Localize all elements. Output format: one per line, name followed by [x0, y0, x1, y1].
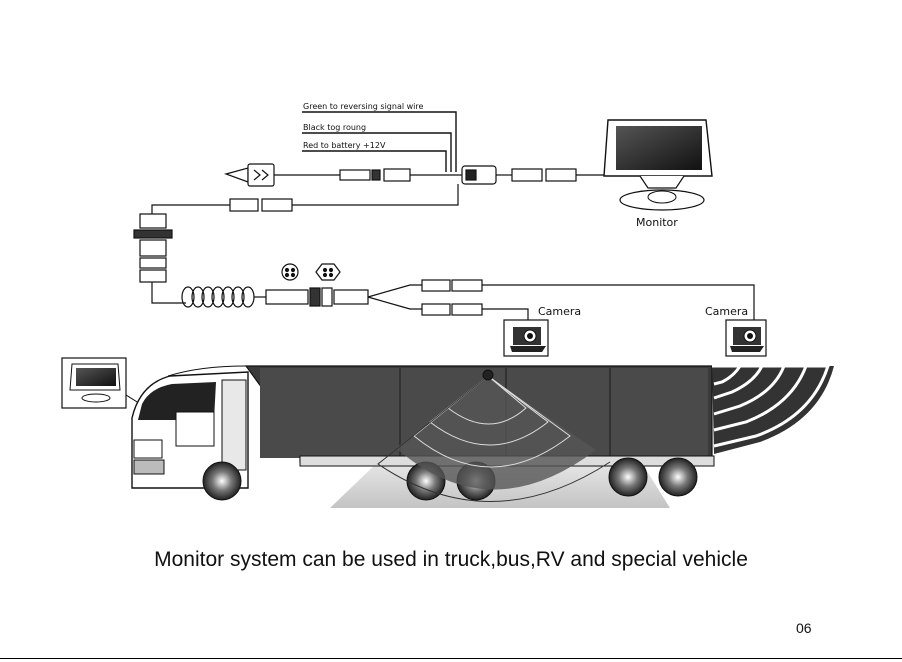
rear-camera-view [712, 366, 834, 454]
camera-left: Camera [504, 305, 581, 356]
black-wire-label: Black tog roung [303, 123, 366, 132]
bottom-rule [0, 658, 902, 659]
red-wire-label: Red to battery +12V [303, 141, 386, 150]
camera-right: Camera [705, 305, 766, 356]
monitor-device: Monitor [604, 120, 712, 229]
page-number: 06 [796, 620, 812, 636]
power-plug [226, 164, 465, 186]
cab-monitor-inset [62, 358, 142, 408]
junction-box [462, 166, 606, 184]
camera-left-label: Camera [538, 305, 581, 318]
monitor-label: Monitor [636, 216, 678, 229]
camera-right-label: Camera [705, 305, 748, 318]
green-wire-label: Green to reversing signal wire [303, 102, 423, 111]
wire-labels: Green to reversing signal wire Black tog… [303, 102, 423, 150]
coiled-cable [182, 287, 266, 307]
caption: Monitor system can be used in truck,bus,… [0, 548, 902, 572]
aviation-connectors [266, 264, 368, 306]
